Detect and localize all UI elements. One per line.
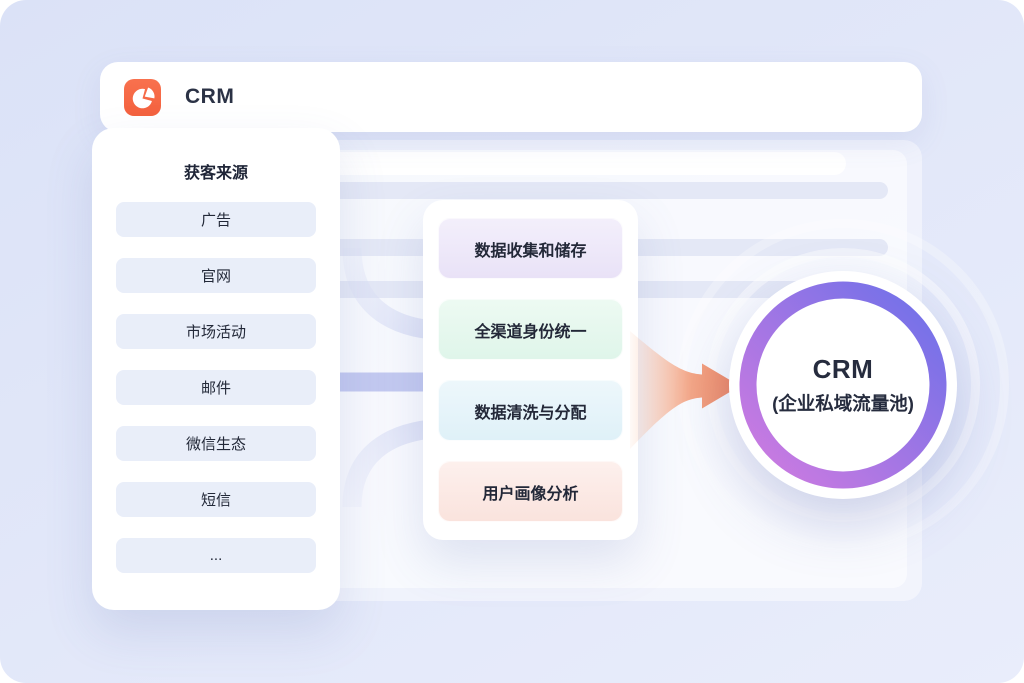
app-header-bar: CRM: [100, 62, 922, 132]
app-title: CRM: [185, 85, 235, 108]
source-item-sms[interactable]: 短信: [116, 482, 316, 517]
source-item-ads[interactable]: 广告: [116, 202, 316, 237]
crm-target-title: CRM: [812, 354, 874, 384]
source-item-email[interactable]: 邮件: [116, 370, 316, 405]
source-item-website[interactable]: 官网: [116, 258, 316, 293]
gradient-ring: [739, 281, 947, 489]
sources-panel-title: 获客来源: [183, 165, 248, 182]
process-panel: 数据收集和储存 全渠道身份统一 数据清洗与分配 用户画像分析: [423, 200, 638, 540]
process-item-identity-unify[interactable]: 全渠道身份统一: [438, 299, 623, 360]
source-item-wechat[interactable]: 微信生态: [116, 426, 316, 461]
sources-panel: 获客来源 广告 官网 市场活动 邮件 微信生态 短信 ...: [92, 128, 340, 610]
process-item-data-collection[interactable]: 数据收集和储存: [438, 218, 623, 279]
source-item-more[interactable]: ...: [116, 538, 316, 573]
crm-target-subtitle: (企业私域流量池): [772, 393, 914, 414]
process-item-user-profiling[interactable]: 用户画像分析: [438, 461, 623, 522]
pie-chart-icon: [124, 78, 161, 116]
crm-target-label: CRM (企业私域流量池): [772, 354, 914, 416]
crm-target-circle: CRM (企业私域流量池): [729, 271, 957, 499]
process-item-data-cleaning[interactable]: 数据清洗与分配: [438, 380, 623, 441]
source-item-marketing[interactable]: 市场活动: [116, 314, 316, 349]
